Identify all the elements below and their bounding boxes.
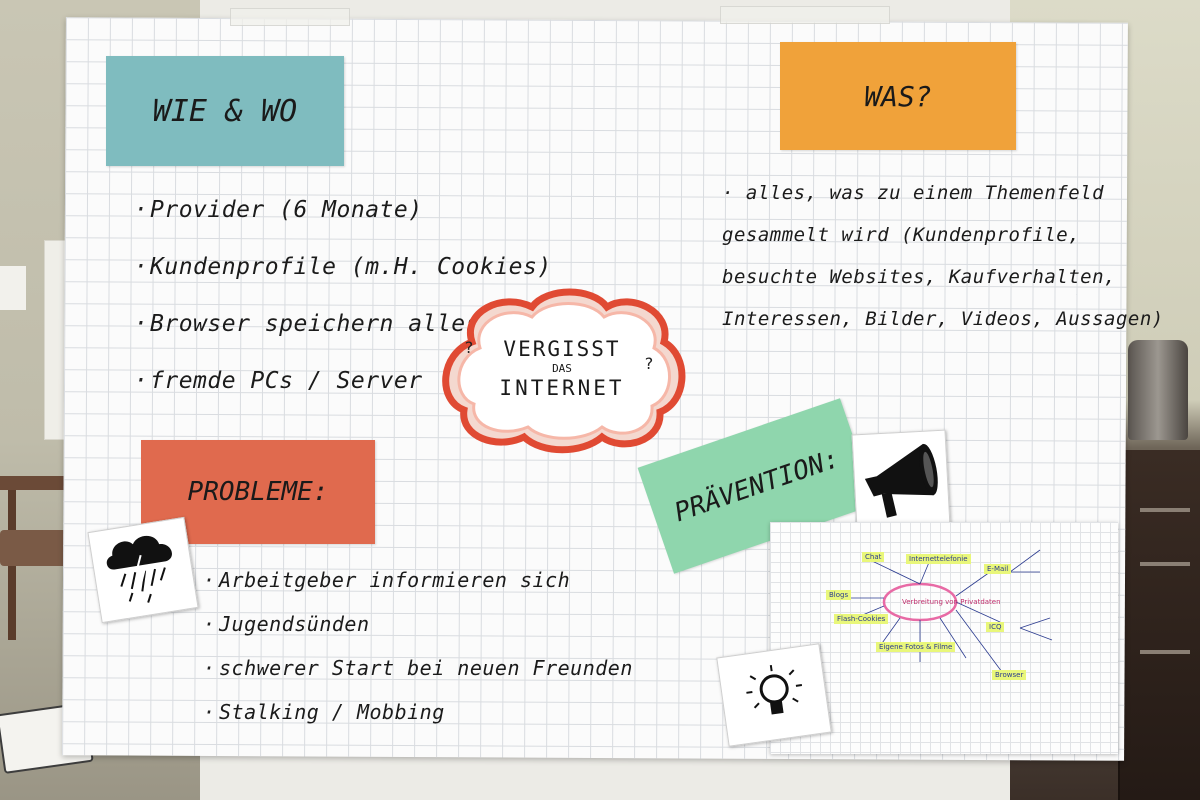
wie-wo-heading: WIE & WO (152, 93, 298, 129)
mind-map-center: Verbreitung von Privatdaten (902, 598, 1001, 606)
cloud-title: ? ? VERGISST DAS INTERNET (432, 282, 690, 454)
was-line: · alles, was zu einem Themenfeld (722, 182, 1105, 204)
list-item: Jugendsünden (203, 604, 633, 648)
list-item: Stalking / Mobbing (203, 692, 633, 736)
list-item: Kundenprofile (m.H. Cookies) (134, 243, 552, 300)
tape-strip (720, 6, 890, 24)
probleme-list: Arbeitgeber informieren sich Jugendsünde… (203, 560, 633, 736)
list-item: schwerer Start bei neuen Freunden (203, 648, 633, 692)
mind-map-node: Internettelefonie (906, 554, 971, 564)
megaphone-icon (851, 429, 951, 531)
was-heading: WAS? (864, 79, 932, 113)
was-text: · alles, was zu einem Themenfeld gesamme… (722, 172, 1164, 340)
probleme-heading: PROBLEME: (187, 477, 329, 507)
mind-map-sheet: Verbreitung von Privatdaten Chat Interne… (770, 522, 1118, 754)
question-mark: ? (644, 354, 654, 373)
cloud-shape (442, 288, 686, 454)
wie-wo-card: WIE & WO (106, 56, 344, 166)
wie-wo-list: Provider (6 Monate) Kundenprofile (m.H. … (134, 186, 552, 414)
cabinet-handle (1140, 650, 1190, 654)
mind-map-node: Browser (992, 670, 1027, 680)
question-mark: ? (464, 338, 474, 357)
praevention-heading: PRÄVENTION: (670, 443, 844, 529)
tape-strip (230, 8, 350, 26)
list-item: fremde PCs / Server (134, 357, 552, 414)
mind-map-node: Blogs (826, 590, 852, 600)
was-card: WAS? (780, 42, 1016, 150)
cabinet-handle (1140, 562, 1190, 566)
cloud-text: VERGISST DAS INTERNET (462, 282, 662, 454)
cabinet-handle (1140, 508, 1190, 512)
mind-map-node: E-Mail (984, 564, 1012, 574)
was-line: Interessen, Bilder, Videos, Aussagen) (722, 308, 1164, 330)
mind-map-node: ICQ (986, 622, 1005, 632)
was-line: gesammelt wird (Kundenprofile, (722, 224, 1081, 246)
wall-note (0, 266, 26, 310)
cloud-line-1: VERGISST (503, 336, 621, 361)
list-item: Browser speichern alles (134, 300, 552, 357)
mind-map-node: Eigene Fotos & Filme (876, 642, 956, 652)
mind-map-node: Flash-Cookies (834, 614, 889, 624)
cloud-line-2: DAS (552, 361, 572, 375)
kitchen-cabinet (1118, 450, 1200, 800)
cloud-line-3: INTERNET (499, 375, 625, 400)
was-line: besuchte Websites, Kaufverhalten, (722, 266, 1116, 288)
list-item: Arbeitgeber informieren sich (203, 560, 633, 604)
light-bulb-icon (716, 643, 832, 747)
list-item: Provider (6 Monate) (134, 186, 552, 243)
desk-top (0, 476, 70, 490)
kettle (1128, 340, 1188, 440)
mind-map-node: Chat (862, 552, 885, 562)
rain-cloud-icon (87, 516, 199, 624)
